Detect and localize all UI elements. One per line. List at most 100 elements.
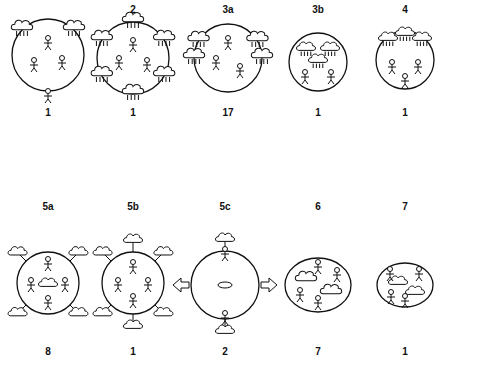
rain-line [406, 37, 407, 41]
rain-line [131, 23, 132, 28]
rain-line [256, 59, 257, 64]
case-number: 6 [315, 202, 321, 212]
rain-line [426, 42, 427, 46]
stroke-line [225, 257, 228, 261]
figure-head [60, 56, 65, 61]
stroke-line [405, 304, 408, 308]
rain-line [313, 64, 314, 68]
stroke-line [59, 66, 62, 70]
figure-head [63, 278, 68, 283]
rain-line [255, 42, 256, 47]
cloud-outline [378, 32, 397, 40]
person-figure [30, 58, 38, 73]
stroke-line [225, 46, 228, 50]
stroke-line [302, 80, 305, 84]
stroke-line [386, 274, 394, 275]
stroke-line [225, 321, 228, 325]
rain-line [325, 52, 326, 56]
cloud-symbol [69, 307, 88, 315]
figure-head [223, 247, 228, 252]
cloud-symbol [378, 32, 397, 46]
rain-line [134, 23, 135, 28]
person-figure [387, 290, 395, 305]
cloud-outline [91, 30, 112, 39]
person-figure [44, 257, 52, 272]
person-figure [401, 294, 409, 309]
person-figure [44, 36, 52, 51]
stroke-line [318, 306, 321, 310]
cloud-symbol [183, 48, 204, 64]
figure-head [388, 267, 393, 272]
stroke-line [390, 277, 393, 281]
stroke-line [296, 295, 304, 296]
stroke-line [130, 304, 133, 308]
stroke-line [213, 66, 216, 70]
figure-head [403, 294, 408, 299]
cloud-symbol [295, 271, 316, 280]
count-number: 7 [315, 347, 321, 357]
arrow-outline [173, 278, 189, 292]
cloud-symbol [123, 320, 142, 328]
cloud-symbol [93, 247, 112, 255]
stroke-line [392, 70, 395, 74]
figure-head [316, 296, 321, 301]
stroke-line [129, 45, 137, 46]
cloud-outline [93, 247, 112, 255]
cloud-symbol [320, 284, 341, 293]
person-figure [115, 56, 123, 71]
stroke-line [62, 66, 65, 70]
figure-head [131, 294, 136, 299]
stroke-line [48, 306, 51, 310]
cloud-outline [188, 31, 209, 40]
rain-line [252, 42, 253, 47]
figure-head [46, 296, 51, 301]
cloud-symbol [188, 31, 209, 47]
person-figure [143, 58, 151, 73]
rain-line [409, 37, 410, 41]
person-figure [301, 70, 309, 85]
rain-line [192, 59, 193, 64]
stroke-line [48, 267, 51, 271]
stroke-line [212, 63, 220, 64]
case-number: 2 [130, 5, 136, 15]
rain-line [169, 41, 170, 46]
figure-head [145, 58, 150, 63]
stroke-line [114, 285, 122, 286]
rain-line [195, 59, 196, 64]
cloud-outline [215, 325, 234, 333]
person-figure [44, 89, 52, 104]
stroke-line [58, 63, 66, 64]
rain-line [260, 59, 261, 64]
rain-line [199, 59, 200, 64]
rain-line [389, 42, 390, 46]
figure-head [32, 58, 37, 63]
rain-line [310, 52, 311, 56]
region-circle [12, 19, 84, 91]
stroke-line [129, 267, 137, 268]
stroke-line [318, 270, 321, 274]
rain-line [420, 42, 421, 46]
person-figure [224, 36, 232, 51]
cloud-outline [69, 247, 88, 255]
cloud-outline [154, 247, 173, 255]
cloud-outline [405, 286, 424, 294]
cloud-symbol [123, 234, 142, 242]
person-figure [386, 267, 394, 282]
rain-line [138, 95, 139, 100]
person-figure [212, 56, 220, 71]
outward-arrow [173, 278, 189, 292]
stroke-line [415, 274, 423, 275]
person-figure [114, 278, 122, 293]
cloud-symbol [91, 30, 112, 46]
cloud-symbol [395, 27, 414, 41]
count-number: 8 [45, 347, 51, 357]
rain-line [203, 42, 204, 47]
region-circle [377, 263, 433, 307]
stroke-line [65, 288, 68, 292]
case-number: 5c [219, 202, 230, 212]
cloud-symbol [388, 276, 407, 284]
cloud-symbol [154, 247, 173, 255]
stroke-line [221, 318, 229, 319]
stroke-line [45, 267, 48, 271]
stroke-line [300, 298, 303, 302]
